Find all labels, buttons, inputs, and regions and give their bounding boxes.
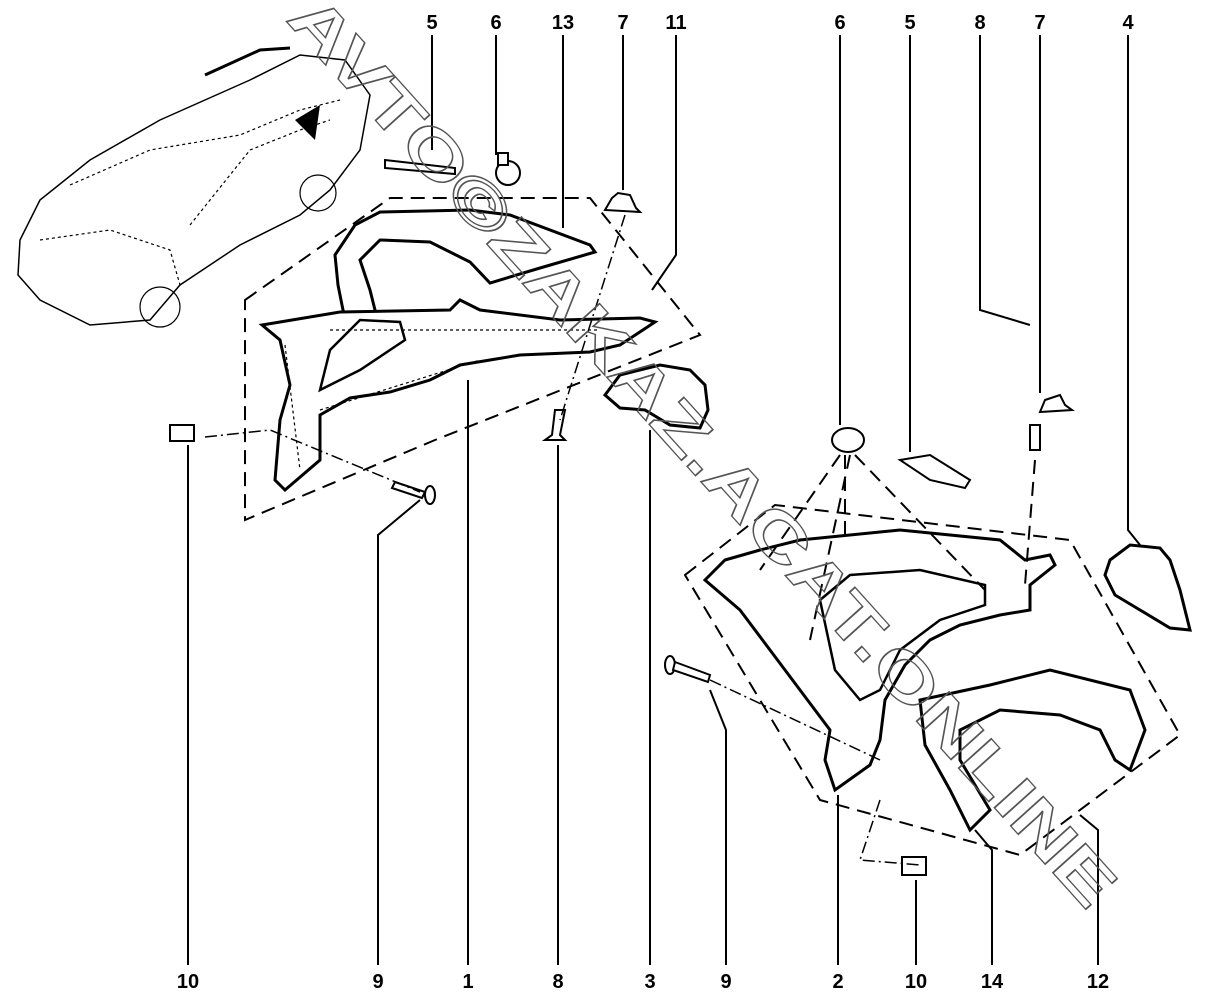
leader-lines — [187, 35, 1141, 965]
part-8-screw-right — [1029, 424, 1041, 451]
callout-6-right: 6 — [834, 12, 845, 34]
callout-9: 9 — [372, 971, 383, 993]
part-8-screw — [541, 409, 568, 441]
part-3-trim-cover — [602, 363, 710, 430]
callout-2: 2 — [832, 971, 843, 993]
part-6-clip-right — [831, 427, 865, 453]
callout-4: 4 — [1122, 12, 1134, 34]
part-14-lower-trim — [918, 668, 1147, 833]
callout-13: 13 — [552, 12, 574, 34]
part-5-seal-strip — [384, 158, 456, 176]
callout-5: 5 — [426, 12, 437, 34]
watermark: AVTO©ZAKAZ.ACAT.ONLINE — [275, 0, 1131, 921]
callout-6: 6 — [490, 12, 501, 34]
left-group-outline — [244, 197, 702, 522]
bottom-labels: 10 9 1 8 3 9 2 10 14 12 — [177, 971, 1109, 993]
callout-12: 12 — [1087, 971, 1109, 993]
part-9-screw — [390, 480, 436, 505]
top-labels: 5 6 13 7 11 6 5 8 7 4 — [426, 12, 1134, 34]
part-4-cover — [1103, 543, 1192, 632]
part-6-clip — [495, 152, 521, 186]
part-5-seal-right — [897, 453, 972, 490]
right-group-outline — [683, 503, 1182, 857]
callout-5-right: 5 — [904, 12, 915, 34]
callout-10-right: 10 — [905, 971, 927, 993]
callout-11: 11 — [665, 12, 686, 34]
part-10-clip — [169, 424, 195, 442]
callout-7-right: 7 — [1034, 12, 1045, 34]
part-9-screw-right — [664, 655, 712, 684]
callout-10: 10 — [177, 971, 199, 993]
assembly-lines — [204, 214, 1036, 866]
callout-7: 7 — [617, 12, 628, 34]
part-1-quarter-trim-panel — [258, 298, 659, 493]
callout-3: 3 — [644, 971, 655, 993]
callout-8-right: 8 — [974, 12, 985, 34]
callout-8: 8 — [552, 971, 563, 993]
callout-9-right: 9 — [720, 971, 731, 993]
part-7-nut-right — [1038, 393, 1075, 414]
part-10-clip-right — [901, 856, 927, 876]
callout-14: 14 — [981, 971, 1004, 993]
part-2-quarter-trim-panel — [702, 528, 1057, 793]
car-overview-illustration — [17, 46, 371, 328]
part-7-nut — [603, 191, 643, 214]
callout-1: 1 — [462, 971, 473, 993]
